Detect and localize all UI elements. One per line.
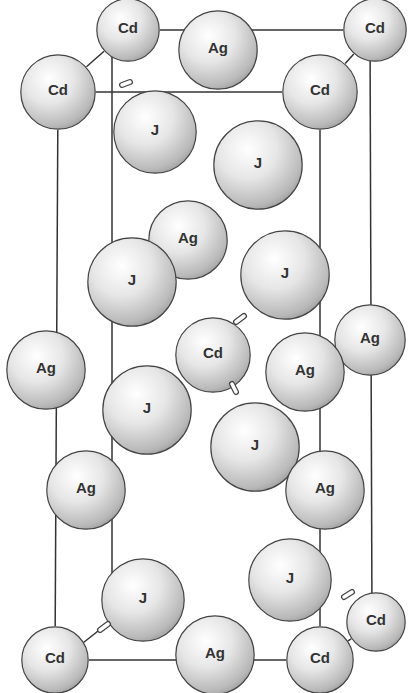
atom-sphere: Cd: [175, 317, 251, 393]
cell-edge: [348, 639, 351, 641]
atom-sphere: Cd: [21, 626, 89, 693]
atom-label: Cd: [175, 344, 251, 361]
atom-sphere: J: [240, 230, 330, 320]
atom-label: Cd: [96, 19, 160, 36]
atom-sphere: Cd: [282, 54, 358, 130]
atom-sphere: Cd: [96, 0, 160, 62]
atom-label: Ag: [46, 479, 126, 496]
atom-label: J: [240, 264, 330, 281]
atom-label: Cd: [286, 649, 354, 666]
atom-label: Ag: [178, 39, 258, 56]
atom-sphere: Ag: [285, 450, 365, 530]
atom-sphere: J: [87, 237, 177, 327]
atom-sphere: J: [113, 90, 197, 174]
atom-sphere: J: [101, 558, 185, 642]
atom-sphere: Cd: [20, 54, 96, 130]
back-edges: [55, 30, 372, 665]
atom-label: Cd: [21, 649, 89, 666]
atom-label: Cd: [343, 19, 407, 36]
atom-label: J: [101, 589, 185, 606]
atom-label: J: [113, 121, 197, 138]
atom-label: J: [102, 399, 192, 416]
atom-label: Ag: [175, 644, 255, 661]
atom-label: Ag: [148, 229, 228, 246]
atom-label: J: [210, 436, 300, 453]
cell-edge: [345, 54, 354, 64]
atom-sphere: Ag: [178, 10, 258, 90]
atom-sphere: J: [248, 538, 332, 622]
atom-sphere: Ag: [6, 330, 86, 410]
atom-label: Cd: [346, 611, 406, 628]
atom-label: J: [213, 154, 303, 171]
atom-label: Cd: [20, 81, 96, 98]
atom-sphere: Cd: [346, 592, 406, 652]
atom-label: Ag: [265, 361, 345, 378]
atom-sphere: J: [210, 402, 300, 492]
atom-label: J: [248, 569, 332, 586]
atom-label: Cd: [282, 81, 358, 98]
atom-label: Ag: [285, 479, 365, 496]
atom-sphere: Ag: [175, 615, 255, 693]
atom-sphere: Ag: [265, 332, 345, 412]
atom-sphere: Cd: [286, 626, 354, 693]
atom-sphere: Ag: [334, 304, 406, 376]
cell-edge: [96, 91, 282, 93]
atom-sphere: Ag: [46, 450, 126, 530]
atom-sphere: J: [102, 365, 192, 455]
cell-edge: [86, 51, 104, 67]
atom-label: J: [87, 271, 177, 288]
atom-sphere: Cd: [343, 0, 407, 62]
atom-label: Ag: [6, 359, 86, 376]
atom-label: Ag: [334, 329, 406, 346]
atom-sphere: J: [213, 120, 303, 210]
